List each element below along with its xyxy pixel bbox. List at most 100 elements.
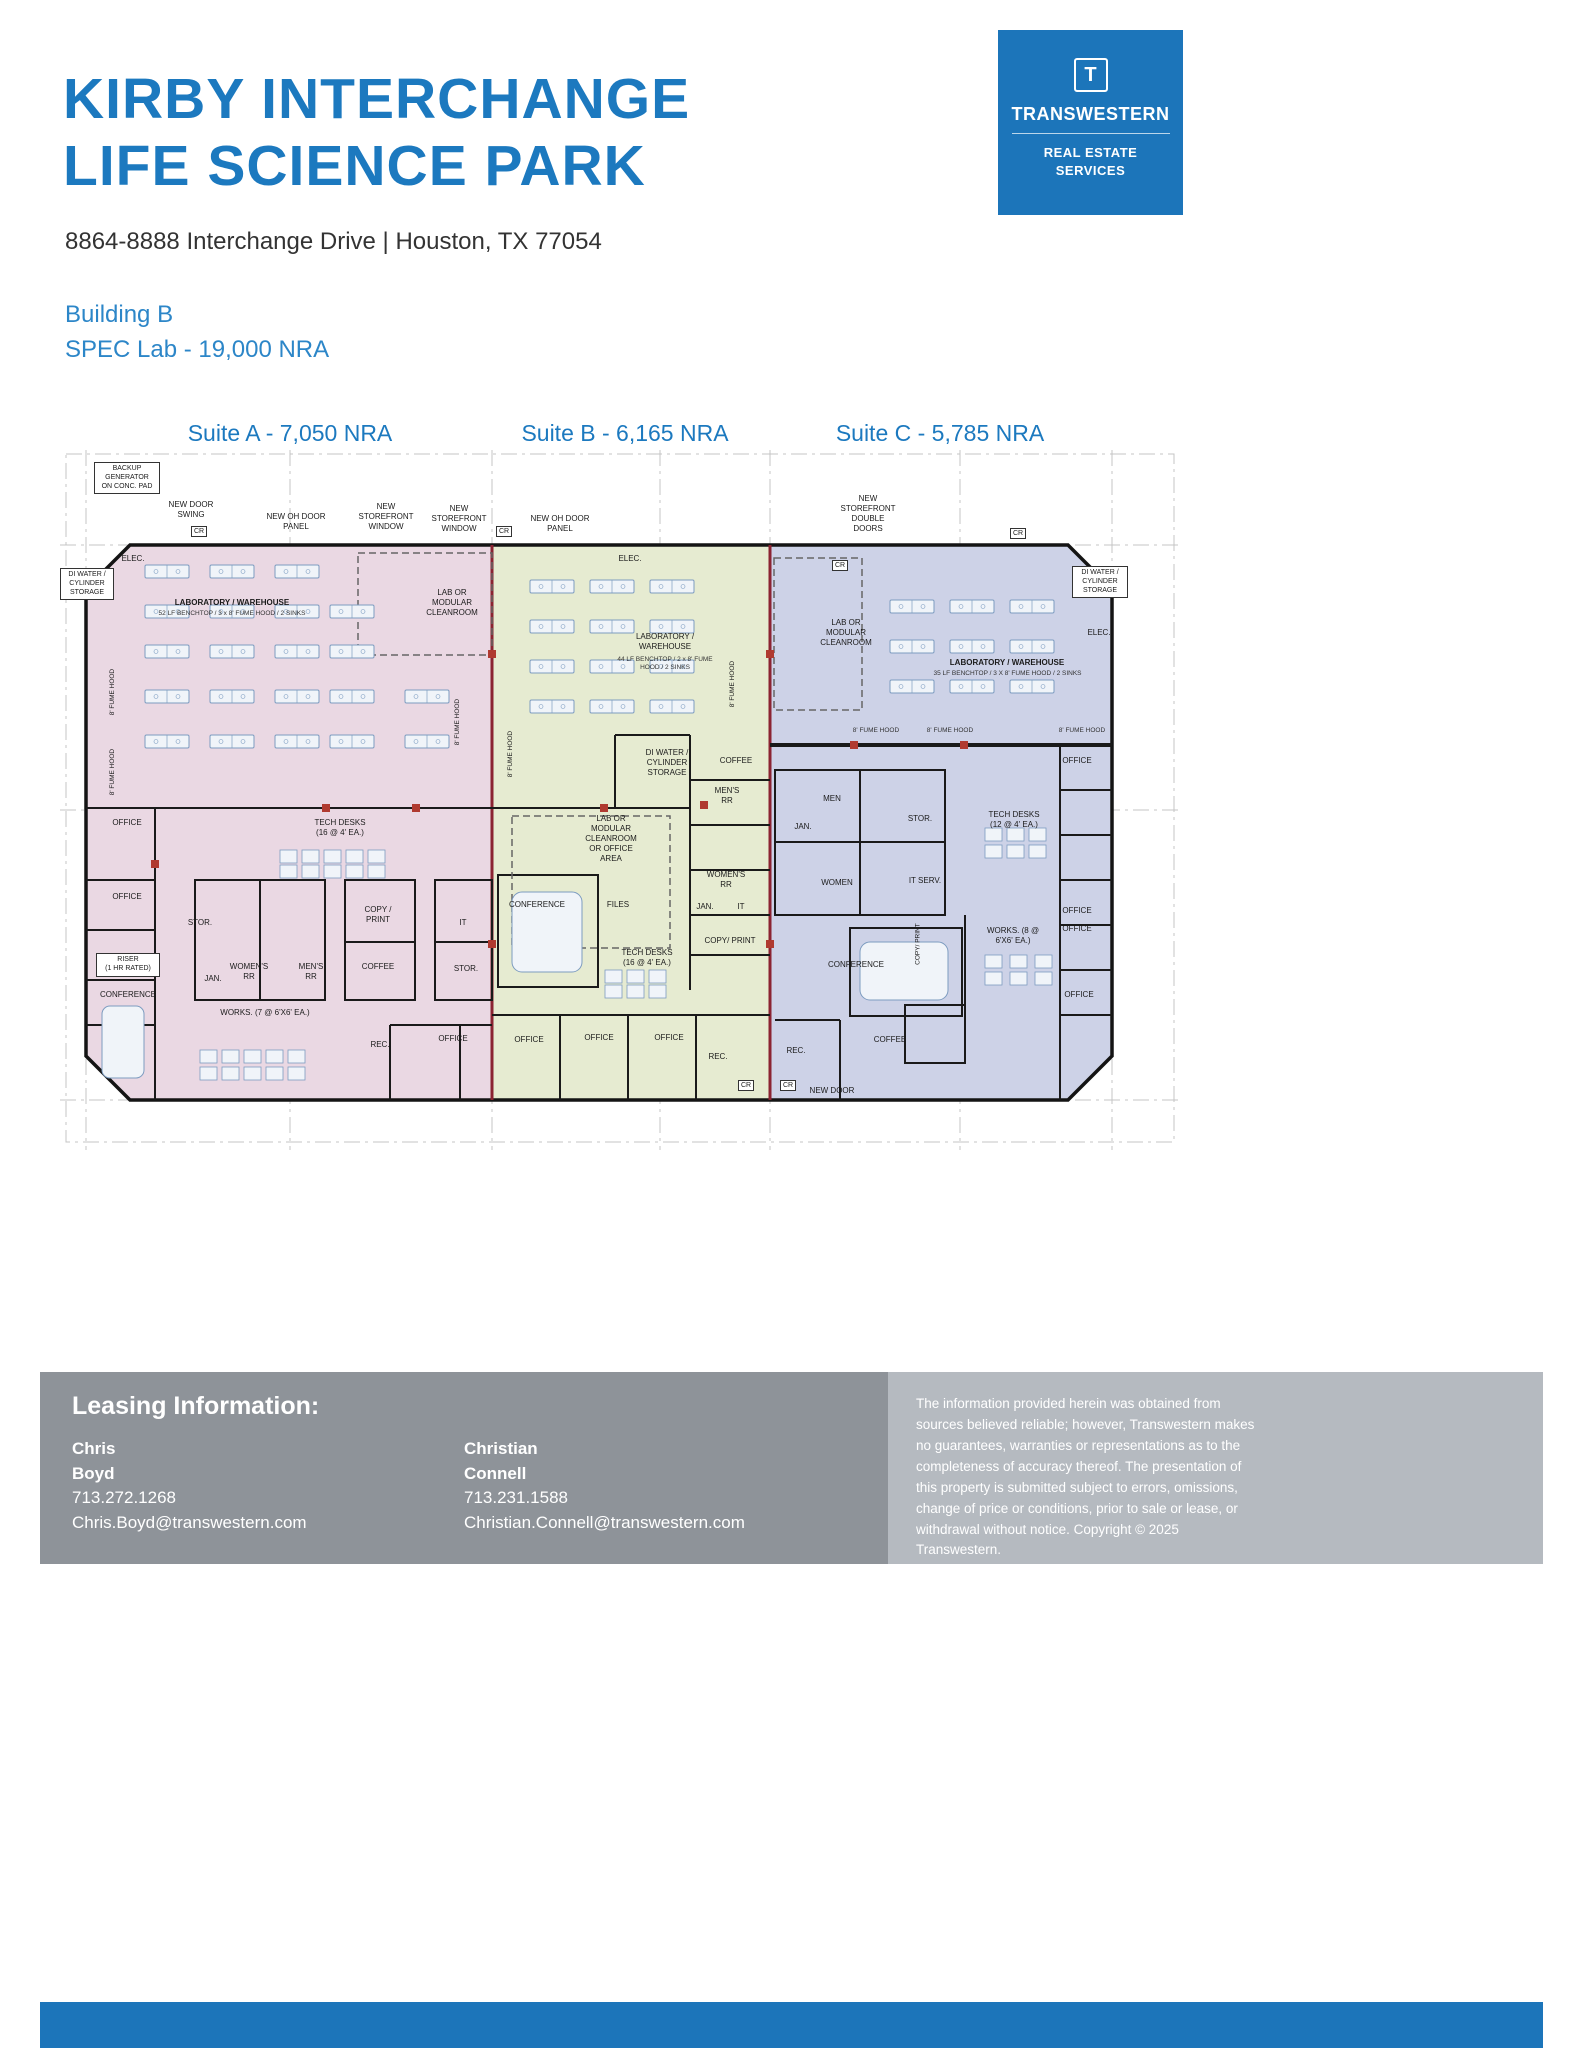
interior-walls: [86, 734, 1112, 1100]
label-copy-print-b: COPY/ PRINT: [704, 936, 756, 945]
label-lab-warehouse-c: LABORATORY / WAREHOUSE: [949, 658, 1065, 667]
label-it-serv-c: IT SERV.: [908, 876, 942, 885]
label-fume-hood-c3: 8' FUME HOOD: [1058, 727, 1106, 734]
label-fume-hood-a1: 8' FUME HOOD: [109, 668, 117, 716]
label-womens-rr-b: WOMEN'S RR: [706, 870, 746, 889]
label-elec-b: ELEC.: [618, 554, 642, 563]
contact-email-link[interactable]: Chris.Boyd@transwestern.com: [72, 1512, 307, 1532]
contact-chris-boyd: Chris Boyd 713.272.1268 Chris.Boyd@trans…: [72, 1437, 464, 1536]
contact-phone: 713.272.1268: [72, 1488, 176, 1508]
suite-b-heading: Suite B - 6,165 NRA: [521, 420, 729, 446]
bottom-accent-bar: [40, 2002, 1543, 2048]
label-new-storefront-window-2: NEW STOREFRONT WINDOW: [431, 504, 487, 533]
label-rec-c: REC.: [786, 1046, 806, 1055]
label-conference-b: CONFERENCE: [508, 900, 565, 909]
label-lab-cleanroom-a: LAB OR MODULAR CLEANROOM: [426, 588, 478, 617]
property-address: 8864-8888 Interchange Drive | Houston, T…: [65, 228, 602, 255]
label-lab-warehouse-b-sub: 44 LF BENCHTOP / 2 x 8' FUME HOOD / 2 SI…: [617, 656, 713, 672]
label-coffee-a: COFFEE: [361, 962, 395, 971]
label-office-c2: OFFICE: [1062, 906, 1092, 915]
label-cr-5: CR: [738, 1080, 755, 1091]
label-new-storefront-window-1: NEW STOREFRONT WINDOW: [358, 502, 414, 531]
label-office-c3: OFFICE: [1062, 924, 1092, 933]
label-stor-a2: STOR.: [453, 964, 479, 973]
label-fume-hood-a3: 8' FUME HOOD: [454, 698, 462, 746]
suite-a-region: [86, 545, 492, 1100]
label-conference-c: CONFERENCE: [827, 960, 884, 969]
label-new-oh-door-panel-1: NEW OH DOOR PANEL: [266, 512, 326, 531]
label-mens-rr-b: MEN'S RR: [714, 786, 740, 805]
building-outline: [84, 543, 1114, 1102]
label-cr-3: CR: [832, 560, 849, 571]
label-lab-warehouse-a-sub: 52 LF BENCHTOP / 3 x 8' FUME HOOD / 2 SI…: [158, 610, 306, 617]
label-fume-hood-b1: 8' FUME HOOD: [729, 660, 737, 708]
cleanroom-zones: [357, 552, 863, 949]
label-jan-a: JAN.: [204, 974, 222, 983]
label-stor-c: STOR.: [907, 814, 933, 823]
disclaimer-panel: The information provided herein was obta…: [888, 1372, 1543, 1564]
contact-email-link[interactable]: Christian.Connell@transwestern.com: [464, 1512, 745, 1532]
label-jan-c: JAN.: [794, 822, 812, 831]
label-cr-6: CR: [780, 1080, 797, 1091]
floorplan-drawing: [60, 450, 1180, 1150]
label-office-c1: OFFICE: [1062, 756, 1092, 765]
label-cr-2: CR: [496, 526, 513, 537]
label-office-b2: OFFICE: [584, 1033, 614, 1042]
label-cr-1: CR: [191, 526, 208, 537]
contacts: Chris Boyd 713.272.1268 Chris.Boyd@trans…: [72, 1437, 856, 1536]
label-rec-b: REC.: [708, 1052, 728, 1061]
label-women-c: WOMEN: [821, 878, 853, 887]
label-copy-print-a: COPY / PRINT: [364, 905, 392, 924]
label-fume-hood-c2: 8' FUME HOOD: [926, 727, 974, 734]
title-line-1: KIRBY INTERCHANGE: [63, 67, 691, 131]
label-new-door-b: NEW DOOR: [809, 1086, 855, 1095]
transwestern-logo: T TRANSWESTERN REAL ESTATE SERVICES: [998, 30, 1183, 215]
label-di-water-b: DI WATER / CYLINDER STORAGE: [645, 748, 689, 777]
label-fume-hood-a2: 8' FUME HOOD: [109, 748, 117, 796]
furniture: [101, 827, 1053, 1081]
label-men-c: MEN: [823, 794, 841, 803]
label-office-a3: OFFICE: [438, 1034, 468, 1043]
label-stor-a1: STOR.: [187, 918, 213, 927]
label-riser-a: RISER (1 HR RATED): [96, 953, 160, 977]
label-office-b3: OFFICE: [654, 1033, 684, 1042]
label-works-c: WORKS. (8 @ 6'X6' EA.): [986, 926, 1040, 945]
label-new-door-swing: NEW DOOR SWING: [168, 500, 214, 519]
label-mens-rr-a: MEN'S RR: [298, 962, 324, 981]
label-fume-hood-b2: 8' FUME HOOD: [507, 730, 515, 778]
label-coffee-c: COFFEE: [873, 1035, 907, 1044]
label-di-water-a: DI WATER / CYLINDER STORAGE: [60, 568, 114, 601]
label-rec-a: REC.: [370, 1040, 390, 1049]
leasing-information-panel: Leasing Information: Chris Boyd 713.272.…: [40, 1372, 888, 1564]
label-lab-cleanroom-c: LAB OR MODULAR CLEANROOM: [820, 618, 872, 647]
footer: Leasing Information: Chris Boyd 713.272.…: [40, 1372, 1543, 1564]
label-tech-desks-c: TECH DESKS (12 @ 4' EA.): [988, 810, 1040, 829]
suite-c-heading: Suite C - 5,785 NRA: [835, 420, 1045, 446]
logo-tagline-line1: REAL ESTATE: [1043, 145, 1138, 160]
logo-brand-name: TRANSWESTERN: [1011, 104, 1170, 134]
label-it-b: IT: [737, 902, 745, 911]
contact-first-name: Christian: [464, 1439, 538, 1458]
label-lab-cleanroom-b: LAB OR MODULAR CLEANROOM OR OFFICE AREA: [585, 814, 637, 863]
label-lab-warehouse-a: LABORATORY / WAREHOUSE: [174, 598, 290, 607]
label-cr-4: CR: [1010, 528, 1027, 539]
logo-tagline-line2: SERVICES: [1055, 162, 1126, 178]
label-copy-print-c: COPY/ PRINT: [914, 923, 922, 965]
contact-christian-connell: Christian Connell 713.231.1588 Christian…: [464, 1437, 856, 1536]
building-info: Building B SPEC Lab - 19,000 NRA: [65, 298, 329, 368]
page-title: KIRBY INTERCHANGE LIFE SCIENCE PARK: [63, 66, 690, 201]
label-lab-warehouse-c-sub: 35 LF BENCHTOP / 3 X 8' FUME HOOD / 2 SI…: [933, 670, 1082, 677]
label-coffee-b: COFFEE: [719, 756, 753, 765]
label-new-oh-door-panel-2: NEW OH DOOR PANEL: [530, 514, 590, 533]
label-fume-hood-c1: 8' FUME HOOD: [852, 727, 900, 734]
label-office-b1: OFFICE: [514, 1035, 544, 1044]
logo-tagline: REAL ESTATE SERVICES: [1044, 144, 1138, 179]
building-name: Building B: [65, 301, 174, 328]
label-files-b: FILES: [606, 900, 630, 909]
door-markers: [151, 650, 968, 948]
label-it-a: IT: [459, 918, 467, 927]
label-jan-b: JAN.: [696, 902, 714, 911]
label-tech-desks-b: TECH DESKS (16 @ 4' EA.): [621, 948, 673, 967]
label-di-water-c: DI WATER / CYLINDER STORAGE: [1072, 566, 1128, 599]
contact-last-name: Boyd: [72, 1463, 115, 1483]
